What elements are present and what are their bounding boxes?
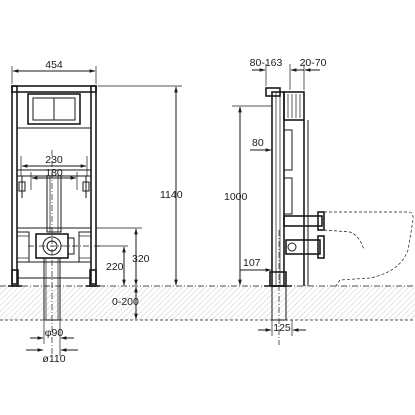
side-height-label: 1000 bbox=[224, 191, 248, 203]
side-base-125: 125 bbox=[258, 320, 306, 336]
depth-range-label: 20-70 bbox=[300, 57, 327, 69]
outlet-offset-label: 107 bbox=[243, 257, 261, 269]
side-outlet-107: 107 bbox=[240, 257, 272, 272]
side-offset-80-163: 80-163 bbox=[250, 57, 304, 90]
front-width-dimension: 454 bbox=[11, 59, 97, 84]
front-spacing-230: 230 bbox=[20, 154, 88, 176]
side-depth-20-70: 20-70 bbox=[300, 57, 327, 90]
front-frame bbox=[8, 85, 100, 360]
outer-spacing-label: 230 bbox=[45, 154, 63, 166]
side-top-80: 80 bbox=[250, 137, 272, 152]
front-inlet-220: 220 bbox=[96, 245, 128, 286]
cistern-box bbox=[283, 91, 305, 121]
drain-height-label: 320 bbox=[132, 253, 150, 265]
side-height-1000: 1000 bbox=[224, 105, 272, 286]
offset-range-label: 80-163 bbox=[250, 57, 283, 69]
height-label: 1140 bbox=[160, 189, 183, 201]
pipe-inner-label: ø110 bbox=[42, 353, 65, 365]
inner-spacing-label: 180 bbox=[45, 167, 63, 179]
inlet-height-label: 220 bbox=[106, 261, 124, 273]
front-drain-320: 320 bbox=[96, 227, 150, 286]
floor-range-dimension: 0-200 bbox=[112, 286, 139, 320]
pipe-diameter-dimensions: φ90 ø110 bbox=[26, 320, 78, 365]
floor-range-label: 0-200 bbox=[112, 296, 139, 308]
side-frame bbox=[264, 87, 325, 345]
width-label: 454 bbox=[45, 59, 63, 71]
flush-plate-opening bbox=[27, 93, 81, 125]
front-spacing-180: 180 bbox=[30, 167, 78, 190]
front-height-1140: 1140 bbox=[98, 85, 183, 286]
toilet-bowl-outline bbox=[323, 211, 414, 287]
base-depth-label: 125 bbox=[273, 322, 291, 334]
top-offset-label: 80 bbox=[252, 137, 264, 149]
floor-band bbox=[0, 285, 415, 321]
pipe-outer-label: φ90 bbox=[45, 327, 64, 339]
